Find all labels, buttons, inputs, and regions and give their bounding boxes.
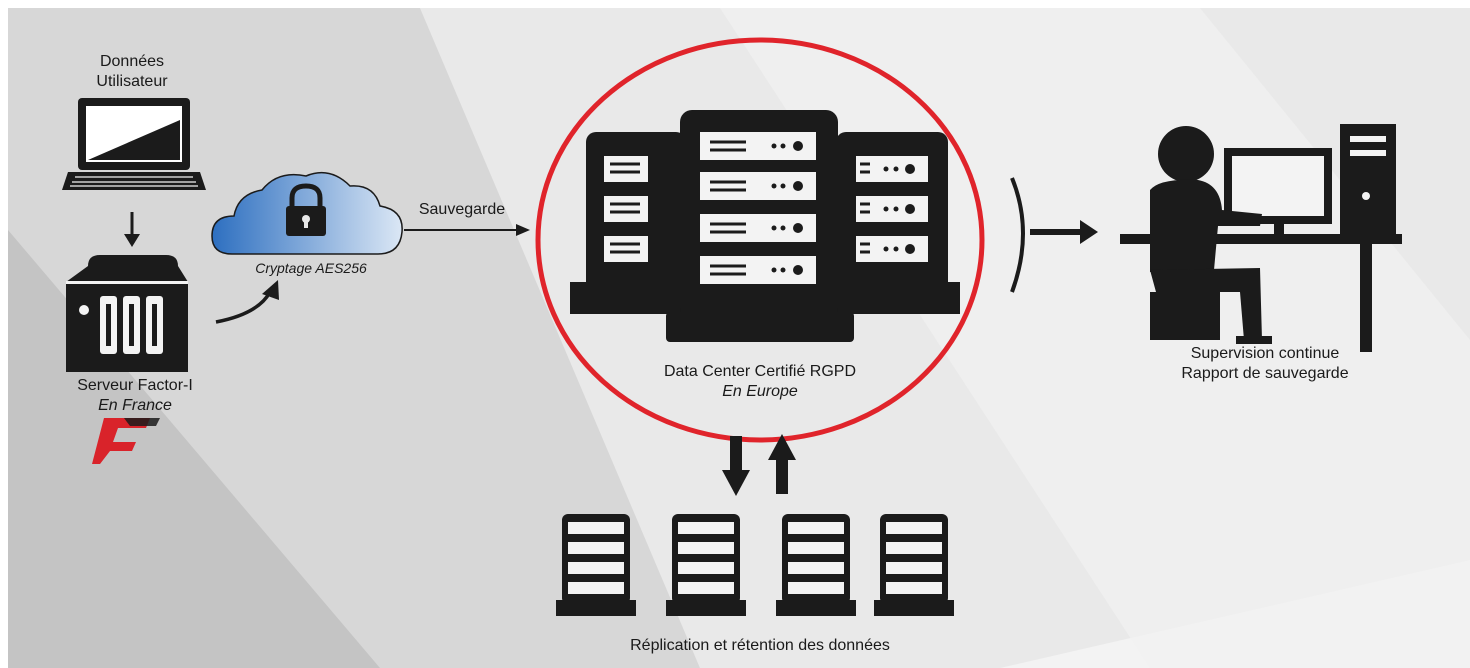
supervision-line2: Rapport de sauvegarde — [1181, 365, 1349, 382]
supervision-line1: Supervision continue — [1190, 345, 1340, 362]
curved-arrow-icon — [215, 280, 279, 324]
user-data-label: Données Utilisateur — [72, 52, 192, 92]
monitoring-arrow-icon — [1010, 177, 1098, 293]
factor-i-logo — [92, 418, 160, 464]
supervision-label: Supervision continue Rapport de sauvegar… — [1150, 344, 1380, 384]
operator-workstation-icon — [1120, 124, 1402, 352]
backup-arrow-icon — [404, 224, 530, 236]
nas-server-icon — [66, 255, 188, 372]
user-data-line1: Données — [99, 53, 165, 70]
backup-label: Sauvegarde — [418, 201, 506, 218]
cloud-lock-icon — [211, 171, 403, 255]
laptop-icon — [62, 98, 206, 190]
datacenter-location: En Europe — [722, 383, 798, 400]
datacenter-label: Data Center Certifié RGPD En Europe — [620, 362, 900, 402]
server-name: Serveur Factor-I — [77, 377, 193, 394]
datacenter-servers-icon — [570, 110, 960, 342]
server-location: En France — [98, 397, 172, 414]
replication-label: Réplication et rétention des données — [630, 637, 890, 654]
encryption-label: Cryptage AES256 — [255, 260, 367, 276]
highlight-circle — [535, 37, 985, 443]
down-arrow-icon — [124, 212, 140, 247]
server-label: Serveur Factor-I En France — [50, 376, 220, 416]
replication-arrows-icon — [722, 434, 796, 496]
datacenter-name: Data Center Certifié RGPD — [663, 363, 857, 380]
user-data-line2: Utilisateur — [96, 73, 168, 90]
replication-servers-icon — [556, 514, 954, 616]
